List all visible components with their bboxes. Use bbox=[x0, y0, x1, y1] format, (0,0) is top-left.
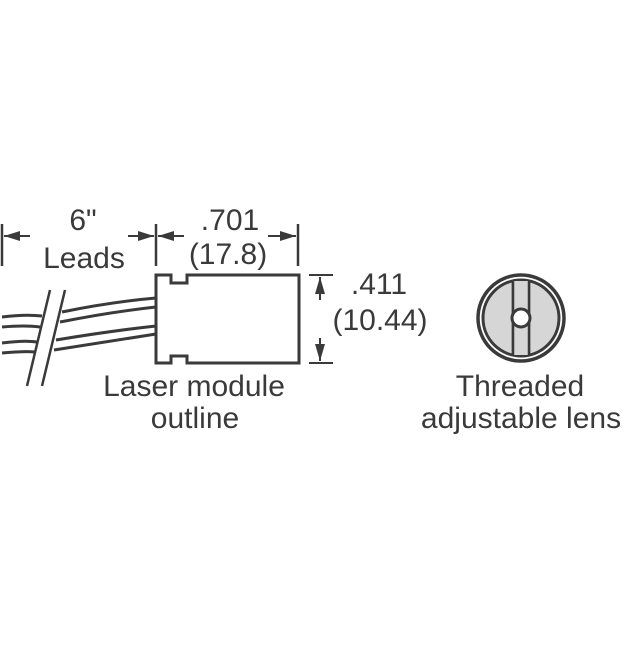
leads-label: Leads bbox=[43, 242, 125, 275]
module-height-inches: .411 bbox=[350, 268, 408, 301]
lead-break-lines bbox=[25, 289, 67, 387]
module-caption-line1: Laser module bbox=[103, 370, 285, 403]
module-caption-line2: outline bbox=[150, 402, 240, 435]
leads-length-label: 6" bbox=[69, 204, 97, 237]
lens-caption-line2: adjustable lens bbox=[420, 402, 622, 435]
lead-wires bbox=[1, 296, 157, 355]
module-height-dimension bbox=[309, 274, 333, 364]
module-width-dimension bbox=[154, 224, 300, 266]
module-height-mm: (10.44) bbox=[332, 304, 428, 337]
module-body-outline bbox=[154, 273, 301, 365]
leads-dimension bbox=[0, 224, 154, 266]
threaded-lens-icon bbox=[476, 273, 566, 363]
lens-caption-line1: Threaded bbox=[455, 370, 585, 403]
module-width-mm: (17.8) bbox=[188, 238, 268, 271]
module-width-inches: .701 bbox=[200, 204, 260, 237]
